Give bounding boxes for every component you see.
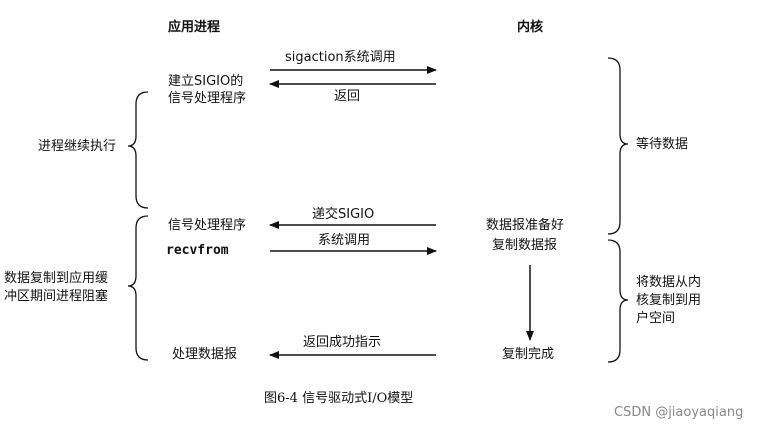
process-datagram-label: 处理数据报	[172, 347, 238, 362]
copy-note-line1: 将数据从内	[636, 275, 702, 290]
copy-note-line3: 户空间	[636, 311, 676, 326]
blocked-note-line1: 数据复制到应用缓	[4, 271, 109, 286]
process-continue-note: 进程继续执行	[38, 139, 117, 154]
figure-caption: 图6-4 信号驱动式I/O模型	[264, 391, 414, 406]
left-brace-blocked	[127, 215, 149, 361]
copy-note-line2: 核复制到用	[636, 293, 702, 308]
copy-datagram-label: 复制数据报	[492, 238, 558, 253]
app-process-header: 应用进程	[168, 20, 221, 35]
return-label: 返回	[334, 89, 361, 104]
right-brace-copy	[607, 239, 629, 363]
right-brace-wait	[607, 57, 629, 235]
datagram-ready-label: 数据报准备好	[486, 218, 565, 233]
setup-handler-label-line1: 建立SIGIO的	[168, 74, 244, 89]
wait-data-note: 等待数据	[636, 137, 689, 152]
csdn-watermark: CSDN @jiaoyaqiang	[614, 405, 744, 420]
setup-handler-label-line2: 信号处理程序	[168, 91, 247, 106]
sigaction-label: sigaction系统调用	[285, 50, 396, 65]
copy-done-label: 复制完成	[502, 347, 555, 362]
signal-handler-label: 信号处理程序	[168, 218, 247, 233]
deliver-sigio-label: 递交SIGIO	[312, 207, 375, 222]
syscall-label: 系统调用	[318, 233, 371, 248]
return-ok-label: 返回成功指示	[303, 335, 382, 350]
kernel-header: 内核	[517, 20, 544, 35]
blocked-note-line2: 冲区期间进程阻塞	[4, 289, 109, 304]
recvfrom-label: recvfrom	[166, 243, 229, 258]
left-brace-continue	[127, 91, 149, 209]
